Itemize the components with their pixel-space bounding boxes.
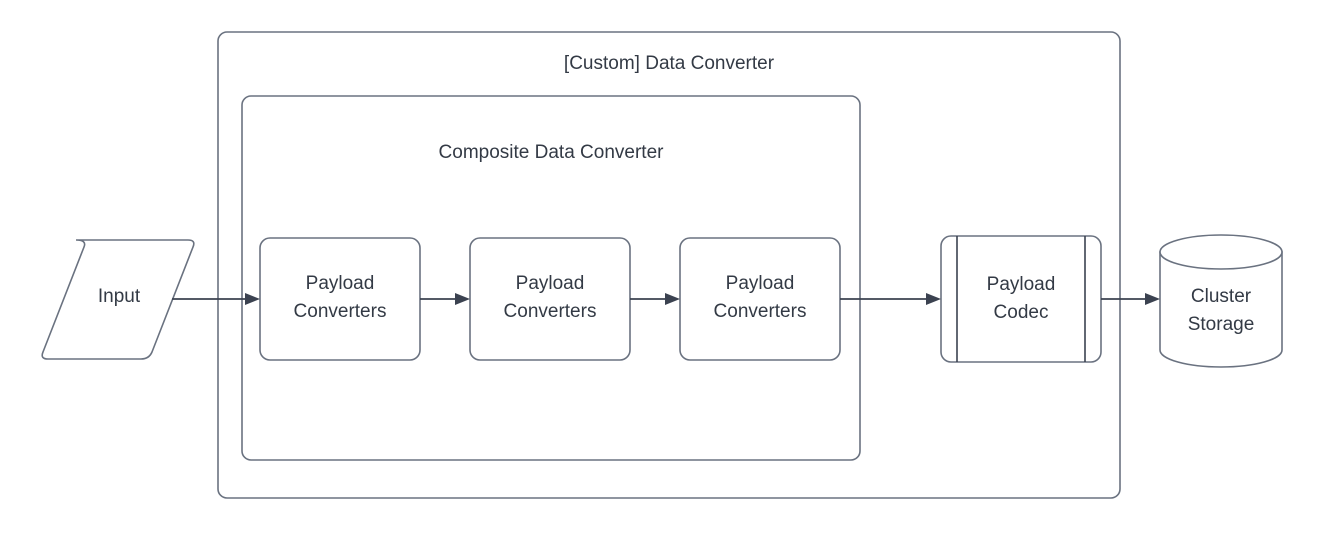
edge-pc2-to-pc3-arrowhead bbox=[665, 293, 680, 305]
payload-converters-2-label-line1: Payload bbox=[516, 273, 585, 294]
node-cluster-storage[interactable]: Cluster Storage bbox=[1159, 234, 1283, 368]
cluster-storage-top-ellipse bbox=[1159, 234, 1283, 270]
payload-codec-label-line1: Payload bbox=[987, 274, 1056, 295]
node-payload-converters-3[interactable]: Payload Converters bbox=[679, 237, 841, 361]
node-payload-codec[interactable]: Payload Codec bbox=[940, 235, 1102, 363]
edge-pc2-to-pc3 bbox=[630, 293, 680, 305]
edge-codec-to-storage-arrowhead bbox=[1145, 293, 1160, 305]
node-payload-converters-1[interactable]: Payload Converters bbox=[259, 237, 421, 361]
payload-converters-3-shape bbox=[679, 237, 841, 361]
payload-converters-2-shape bbox=[469, 237, 631, 361]
node-input[interactable]: Input bbox=[41, 239, 195, 360]
node-payload-converters-2[interactable]: Payload Converters bbox=[469, 237, 631, 361]
edge-pc1-to-pc2 bbox=[420, 293, 470, 305]
payload-converters-1-label-line2: Converters bbox=[294, 301, 387, 322]
edge-pc3-to-codec-arrowhead bbox=[926, 293, 941, 305]
payload-codec-label-line2: Codec bbox=[994, 302, 1049, 323]
custom-data-converter-label: [Custom] Data Converter bbox=[564, 53, 775, 74]
input-shape bbox=[41, 239, 195, 360]
cluster-storage-label-line2: Storage bbox=[1188, 314, 1255, 335]
edge-input-to-pc1-arrowhead bbox=[245, 293, 260, 305]
payload-converters-2-label-line2: Converters bbox=[504, 301, 597, 322]
composite-data-converter-label: Composite Data Converter bbox=[439, 142, 665, 163]
payload-converters-1-shape bbox=[259, 237, 421, 361]
cluster-storage-label-line1: Cluster bbox=[1191, 286, 1252, 307]
payload-converters-1-label-line1: Payload bbox=[306, 273, 375, 294]
payload-converters-3-label-line2: Converters bbox=[714, 301, 807, 322]
edge-pc3-to-codec bbox=[840, 293, 941, 305]
payload-codec-shape bbox=[940, 235, 1102, 363]
edge-pc1-to-pc2-arrowhead bbox=[455, 293, 470, 305]
edge-input-to-pc1 bbox=[172, 293, 260, 305]
input-label: Input bbox=[98, 286, 141, 307]
payload-converters-3-label-line1: Payload bbox=[726, 273, 795, 294]
cluster-storage-body bbox=[1159, 251, 1283, 368]
edge-codec-to-storage bbox=[1101, 293, 1160, 305]
